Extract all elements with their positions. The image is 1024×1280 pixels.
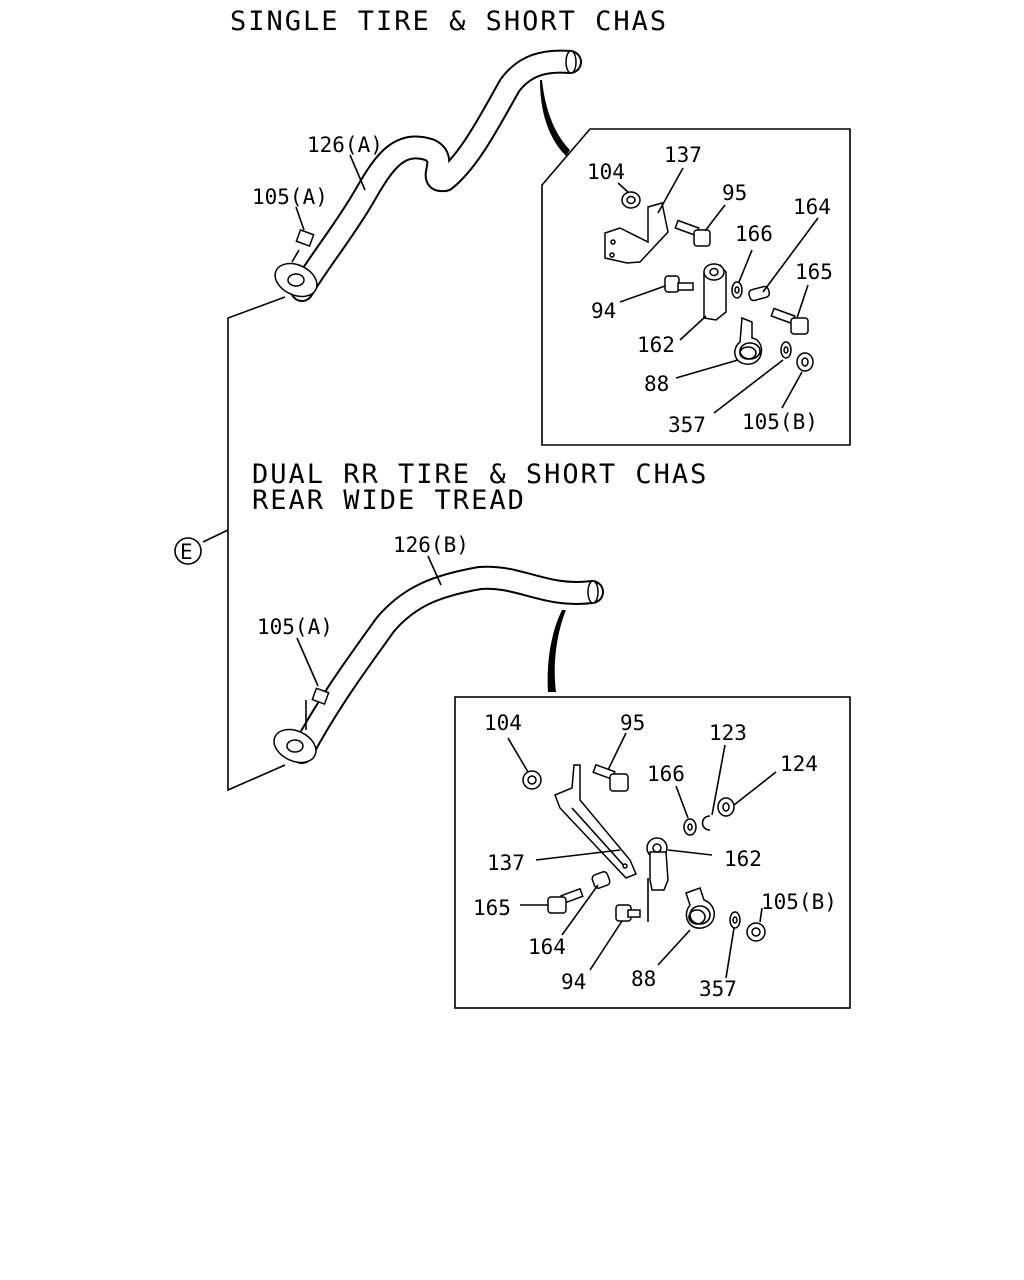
label-164-lower: 164 [528, 935, 566, 959]
spacer-164-lower [591, 871, 611, 889]
leader-126a [349, 154, 366, 191]
callout-arrow-lower [547, 610, 566, 692]
clip-88-lower [685, 887, 715, 929]
label-126b: 126(B) [393, 533, 469, 557]
reference-marker-e: E [174, 537, 202, 565]
label-104-lower: 104 [484, 711, 522, 735]
label-105b-upper: 105(B) [742, 410, 818, 434]
label-164-upper: 164 [793, 195, 831, 219]
label-94-upper: 94 [591, 299, 616, 323]
header-dual-tire: DUAL RR TIRE & SHORT CHAS [252, 459, 708, 490]
nut-105a-upper [291, 229, 315, 263]
label-88-upper: 88 [644, 372, 669, 396]
lockwasher-123 [701, 815, 711, 831]
label-123: 123 [709, 721, 747, 745]
label-105a-lower: 105(A) [257, 615, 333, 639]
label-357-lower: 357 [699, 977, 737, 1001]
bolt-165 [770, 307, 809, 335]
bolt-94 [664, 275, 694, 293]
leader-105a-lower [296, 637, 319, 687]
clamp-162-lower [646, 837, 669, 922]
label-357-upper: 357 [668, 413, 706, 437]
label-166-lower: 166 [647, 762, 685, 786]
nut-105b-upper [796, 352, 814, 372]
leader-126b [427, 555, 442, 586]
label-105b-lower: 105(B) [761, 890, 837, 914]
label-162-upper: 162 [637, 333, 675, 357]
nut-105a-lower [305, 687, 330, 730]
header-single-tire: SINGLE TIRE & SHORT CHAS [230, 6, 668, 37]
washer-357-lower [729, 911, 741, 929]
nut-104 [621, 191, 641, 209]
washer-357 [780, 341, 792, 359]
detail-box-lower: 104 95 123 124 166 162 137 165 164 94 88… [454, 696, 851, 1009]
bolt-94-lower [615, 904, 641, 922]
flange-lower [273, 728, 317, 764]
label-104-upper: 104 [587, 160, 625, 184]
detail-box-upper: 104 137 95 164 166 165 94 162 88 357 105… [541, 128, 851, 446]
leader-105a-upper [295, 206, 305, 231]
pipe-126b [273, 565, 604, 764]
pipe-126a [274, 49, 582, 302]
callout-arrow-upper [540, 80, 570, 156]
clamp-162 [703, 263, 727, 321]
bolt-95-lower [592, 763, 629, 792]
flange-upper [274, 262, 318, 298]
bolt-165-lower [547, 887, 584, 914]
header-rear-wide: REAR WIDE TREAD [252, 485, 526, 516]
label-162-lower: 162 [724, 847, 762, 871]
label-165-upper: 165 [795, 260, 833, 284]
bolt-95 [674, 219, 711, 247]
label-95-lower: 95 [620, 711, 645, 735]
label-126a: 126(A) [307, 133, 383, 157]
washer-166 [731, 281, 743, 299]
nut-104-lower [522, 770, 542, 790]
svg-text:E: E [180, 540, 193, 564]
label-94-lower: 94 [561, 970, 586, 994]
label-124: 124 [780, 752, 818, 776]
label-165-lower: 165 [473, 896, 511, 920]
clip-88 [734, 316, 763, 365]
bracket-137 [604, 202, 669, 264]
label-95-upper: 95 [722, 181, 747, 205]
label-166-upper: 166 [735, 222, 773, 246]
washer-166-lower [683, 818, 697, 836]
nut-124 [717, 797, 735, 817]
label-137-lower: 137 [487, 851, 525, 875]
connector-frame [202, 296, 286, 792]
label-137-upper: 137 [664, 143, 702, 167]
label-105a-upper: 105(A) [252, 185, 328, 209]
nut-105b-lower [746, 922, 766, 942]
label-88-lower: 88 [631, 967, 656, 991]
